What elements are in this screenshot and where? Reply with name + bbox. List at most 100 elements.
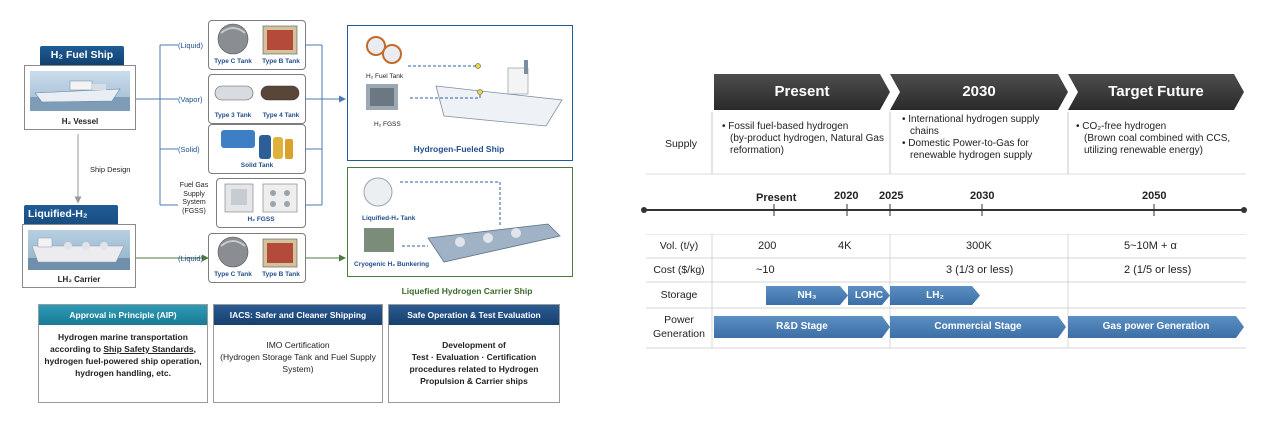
- cost-present: ~10: [756, 264, 775, 276]
- aip-body: Hydrogen marine transportation according…: [43, 331, 203, 379]
- safe-operation-body: Development of Test · Evaluation · Certi…: [409, 340, 539, 386]
- state-liquid-1: (Liquid): [178, 41, 204, 50]
- supply-present-line-1: • Fossil fuel-based hydrogen: [722, 121, 849, 132]
- timeline-present: Present: [756, 192, 797, 204]
- supply-present: • Fossil fuel-based hydrogen (by-product…: [722, 121, 884, 157]
- supply-2030-text-1: International hydrogen supply: [908, 114, 1040, 125]
- cost-label: Cost ($/kg): [653, 264, 705, 276]
- hydrogen-fueled-ship-title: Hydrogen-Fueled Ship: [413, 144, 505, 154]
- liquid-tank-box-1: Type C Tank Type B Tank: [208, 20, 306, 70]
- state-vapor: (Vapor): [178, 95, 203, 104]
- carrier-image: [28, 230, 130, 270]
- power-commercial-bar: Commercial Stage: [890, 316, 1066, 338]
- state-liquid-2: (Liquid): [178, 254, 204, 263]
- timeline-2020: 2020: [834, 190, 859, 202]
- cost-2030: 3 (1/3 or less): [946, 264, 1014, 276]
- supply-present-text-3: reformation): [730, 145, 784, 156]
- tank-label-type-3: Type 3 Tank: [214, 112, 252, 119]
- carrier-ship-illustration: [363, 177, 561, 263]
- tank-label-type-b-2: Type B Tank: [262, 271, 300, 278]
- tank-label-solid: Solid Tank: [240, 162, 274, 169]
- supply-2030-text-2: chains: [910, 126, 939, 137]
- supply-future-text-2: (Brown coal combined with CCS,: [1084, 133, 1231, 144]
- iacs-header: IACS: Safer and Cleaner Shipping: [214, 305, 382, 325]
- supply-2030-line-1: • International hydrogen supply: [902, 114, 1040, 125]
- supply-future: • CO₂-free hydrogen (Brown coal combined…: [1076, 121, 1230, 157]
- phase-2030: 2030: [890, 74, 1068, 110]
- flow-connectors: [74, 44, 346, 262]
- storage-lohc-bar: LOHC: [848, 286, 890, 305]
- supply-2030: • International hydrogen supply chains •…: [902, 114, 1039, 162]
- aip-body-pre: Hydrogen marine transportation according…: [50, 332, 188, 354]
- fueled-ship-fgss-label: H₂ FGSS: [374, 121, 401, 128]
- timeline-2030: 2030: [970, 190, 995, 202]
- solid-tank-box: Solid Tank: [208, 124, 306, 174]
- fuel-ship-caption: H₂ Vessel: [61, 117, 99, 126]
- supply-future-text-1: CO₂-free hydrogen: [1082, 121, 1167, 132]
- vapor-tank-box: Type 3 Tank Type 4 Tank: [208, 74, 306, 124]
- vol-present: 200: [758, 240, 777, 252]
- solid-tank-icon: [221, 130, 293, 159]
- timeline-axis: [641, 204, 1247, 216]
- carrier-ship-icon: [28, 237, 130, 270]
- vol-2020: 4K: [838, 240, 852, 252]
- supply-present-text-2: (by-product hydrogen, Natural Gas: [730, 133, 884, 144]
- carrier-card: LH₂ Carrier: [22, 224, 136, 288]
- fuel-ship-image: [30, 71, 130, 111]
- roadmap-table-grid: [646, 234, 1246, 349]
- safe-operation-box: Safe Operation & Test Evaluation Develop…: [388, 304, 560, 403]
- fuel-ship-card: H₂ Vessel: [24, 65, 136, 130]
- aip-header: Approval in Principle (AIP): [39, 305, 207, 325]
- supply-2030-text-4: renewable hydrogen supply: [910, 150, 1033, 161]
- state-solid: (Solid): [178, 145, 200, 154]
- tank-label-type-4: Type 4 Tank: [262, 112, 300, 119]
- hydrogen-fueled-ship-box: H₂ Fuel Tank H₂ FGSS: [347, 25, 573, 161]
- tank-label-type-b-1: Type B Tank: [262, 58, 300, 65]
- safe-operation-header: Safe Operation & Test Evaluation: [389, 305, 559, 325]
- power-gas-bar: Gas power Generation: [1068, 316, 1244, 338]
- carrier-caption: LH₂ Carrier: [57, 275, 101, 284]
- vol-label: Vol. (t/y): [659, 240, 699, 252]
- storage-nh3-bar: NH₃: [766, 286, 848, 305]
- storage-label: Storage: [660, 289, 698, 301]
- supply-grid: [646, 112, 1246, 175]
- phase-present: Present: [714, 74, 890, 110]
- fgss-box: H₂ FGSS: [216, 178, 306, 228]
- carrier-ship-title: Liquefied Hydrogen Carrier Ship: [401, 286, 533, 296]
- timeline-2025: 2025: [879, 190, 904, 202]
- fueled-ship-illustration: [366, 36, 563, 127]
- carrier-ship-box: Liquified-H₂ Tank Cryogenic H₂ Bunkering: [347, 167, 573, 277]
- tank-types-c-b-icons-2: [217, 236, 298, 268]
- ship-design-label: Ship Design: [90, 165, 131, 174]
- vol-2050: 5~10M + α: [1124, 240, 1177, 252]
- tank-label-type-c-2: Type C Tank: [214, 271, 252, 278]
- liquid-tank-box-2: Type C Tank Type B Tank: [208, 233, 306, 283]
- phase-target-future: Target Future: [1068, 74, 1244, 110]
- tank-types-c-b-icons: [217, 23, 298, 55]
- tank-types-3-4-icons: [214, 85, 300, 101]
- aip-body-link: Ship Safety Standards: [103, 344, 194, 354]
- supply-2030-text-3: Domestic Power-to-Gas for: [908, 138, 1029, 149]
- timeline-2050: 2050: [1142, 190, 1167, 202]
- supply-2030-line-3: • Domestic Power-to-Gas for: [902, 138, 1029, 149]
- iacs-box: IACS: Safer and Cleaner Shipping IMO Cer…: [213, 304, 383, 403]
- power-rd-bar: R&D Stage: [714, 316, 890, 338]
- fuel-ship-tab: H₂ Fuel Ship: [40, 46, 124, 65]
- vol-2030: 300K: [966, 240, 992, 252]
- power-label: Power Generation: [653, 314, 705, 340]
- tank-label-type-c-1: Type C Tank: [214, 58, 252, 65]
- fuel-ship-icon: [30, 80, 130, 111]
- tank-label-fgss: H₂ FGSS: [247, 216, 275, 223]
- supply-future-line-1: • CO₂-free hydrogen: [1076, 121, 1167, 132]
- supply-future-text-3: utilizing renewable energy): [1084, 145, 1203, 156]
- aip-body-post: , hydrogen fuel-powered ship operation, …: [44, 344, 202, 378]
- fgss-icon: [224, 183, 298, 213]
- supply-present-text-1: Fossil fuel-based hydrogen: [728, 121, 849, 132]
- supply-label: Supply: [664, 138, 698, 150]
- fueled-ship-tank-label: H₂ Fuel Tank: [366, 73, 404, 80]
- cost-2050: 2 (1/5 or less): [1124, 264, 1192, 276]
- carrier-tank-label: Liquified-H₂ Tank: [362, 215, 416, 222]
- storage-lh2-bar: LH₂: [890, 286, 980, 305]
- aip-box: Approval in Principle (AIP) Hydrogen mar…: [38, 304, 208, 403]
- carrier-bunkering-label: Cryogenic H₂ Bunkering: [354, 261, 430, 268]
